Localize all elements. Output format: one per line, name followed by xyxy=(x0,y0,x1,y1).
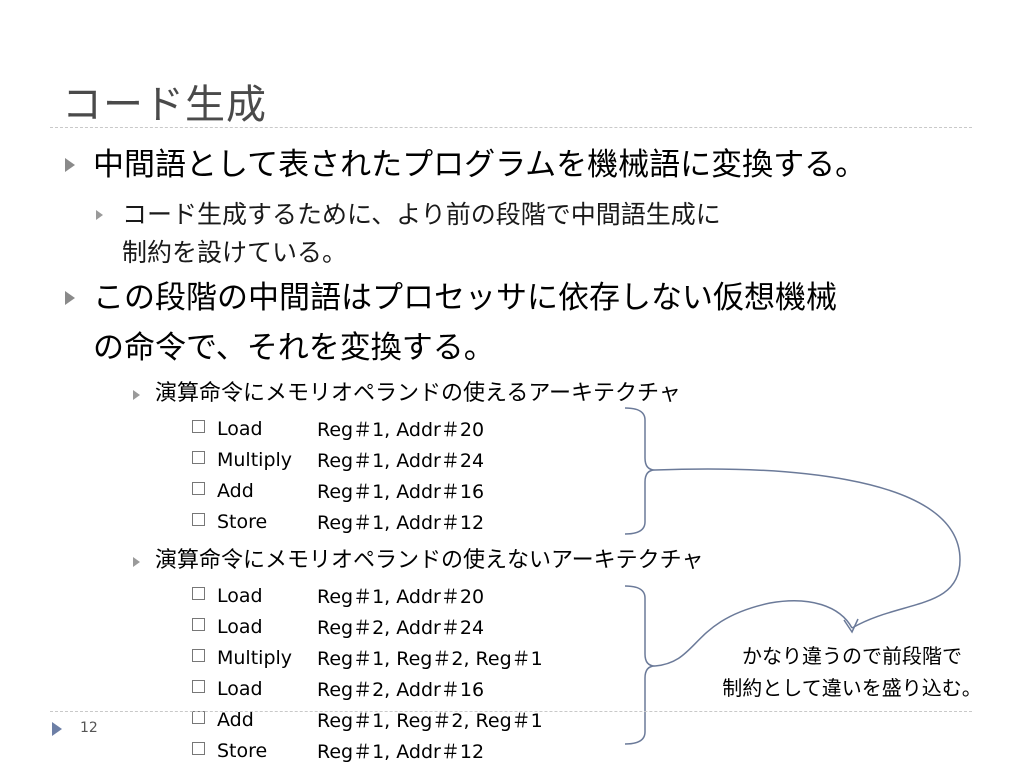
right-brace-2 xyxy=(624,585,656,745)
bullet-1-sub-line-2: 制約を設けている。 xyxy=(122,238,348,267)
footer-divider xyxy=(50,711,972,712)
architecture-1-heading: 演算命令にメモリオペランドの使えるアーキテクチャ xyxy=(155,381,681,406)
bullet-triangle-icon xyxy=(65,158,75,172)
code-row: Store Reg＃1, Addr＃12 xyxy=(192,737,543,768)
code-args: Reg＃1, Addr＃12 xyxy=(317,512,485,534)
code-args: Reg＃1, Addr＃20 xyxy=(317,419,485,441)
code-row: Multiply Reg＃1, Addr＃24 xyxy=(192,446,484,477)
sub-bullet-triangle-icon xyxy=(96,210,103,220)
code-row: Load Reg＃1, Addr＃20 xyxy=(192,415,484,446)
code-args: Reg＃2, Addr＃16 xyxy=(317,679,485,701)
code-row: Add Reg＃1, Addr＃16 xyxy=(192,477,484,508)
sub-bullet-triangle-icon xyxy=(133,557,140,567)
bullet-2-line-2: の命令で、それを変換する。 xyxy=(93,330,495,366)
footer-triangle-icon xyxy=(52,722,62,736)
checkbox-bullet-icon xyxy=(192,680,205,693)
code-op: Load xyxy=(217,677,263,700)
code-row: Load Reg＃1, Addr＃20 xyxy=(192,582,543,613)
code-args: Reg＃2, Addr＃24 xyxy=(317,617,485,639)
code-row: Store Reg＃1, Addr＃12 xyxy=(192,508,484,539)
code-row: Multiply Reg＃1, Reg＃2, Reg＃1 xyxy=(192,644,543,675)
code-op: Multiply xyxy=(217,646,293,669)
code-args: Reg＃1, Addr＃24 xyxy=(317,450,485,472)
code-op: Load xyxy=(217,417,263,440)
slide-title: コード生成 xyxy=(62,82,267,128)
code-op: Add xyxy=(217,479,254,502)
annotation-line-1: かなり違うので前段階で xyxy=(742,644,962,668)
code-row: Load Reg＃2, Addr＃16 xyxy=(192,675,543,706)
bullet-triangle-icon xyxy=(65,291,75,305)
connector-curve-2 xyxy=(654,600,853,667)
code-op: Store xyxy=(217,510,268,533)
code-op: Load xyxy=(217,584,263,607)
code-row: Add Reg＃1, Reg＃2, Reg＃1 xyxy=(192,706,543,737)
architecture-2-heading: 演算命令にメモリオペランドの使えないアーキテクチャ xyxy=(155,548,704,573)
checkbox-bullet-icon xyxy=(192,587,205,600)
right-brace-1 xyxy=(624,407,656,535)
code-args: Reg＃1, Reg＃2, Reg＃1 xyxy=(317,710,543,732)
code-args: Reg＃1, Addr＃20 xyxy=(317,586,485,608)
checkbox-bullet-icon xyxy=(192,451,205,464)
code-block-1: Load Reg＃1, Addr＃20 Multiply Reg＃1, Addr＃2… xyxy=(192,415,484,539)
checkbox-bullet-icon xyxy=(192,742,205,755)
arrow-head-icon xyxy=(843,618,859,634)
checkbox-bullet-icon xyxy=(192,649,205,662)
code-op: Store xyxy=(217,739,268,762)
code-args: Reg＃1, Addr＃16 xyxy=(317,481,485,503)
title-divider xyxy=(50,127,972,128)
checkbox-bullet-icon xyxy=(192,420,205,433)
bullet-2-line-1: この段階の中間語はプロセッサに依存しない仮想機械 xyxy=(93,280,837,316)
bullet-1-sub-line-1: コード生成するために、より前の段階で中間語生成に xyxy=(122,200,721,229)
checkbox-bullet-icon xyxy=(192,618,205,631)
page-number: 12 xyxy=(80,720,98,736)
code-args: Reg＃1, Reg＃2, Reg＃1 xyxy=(317,648,543,670)
code-op: Multiply xyxy=(217,448,293,471)
annotation-line-2: 制約として違いを盛り込む。 xyxy=(722,676,982,700)
connector-curve-1 xyxy=(654,468,961,629)
checkbox-bullet-icon xyxy=(192,513,205,526)
sub-bullet-triangle-icon xyxy=(133,390,140,400)
checkbox-bullet-icon xyxy=(192,482,205,495)
annotation-note: かなり違うので前段階で 制約として違いを盛り込む。 xyxy=(692,640,1012,704)
code-row: Load Reg＃2, Addr＃24 xyxy=(192,613,543,644)
code-args: Reg＃1, Addr＃12 xyxy=(317,741,485,763)
bullet-1: 中間語として表されたプログラムを機械語に変換する。 xyxy=(93,147,867,183)
code-op: Add xyxy=(217,708,254,731)
code-op: Load xyxy=(217,615,263,638)
